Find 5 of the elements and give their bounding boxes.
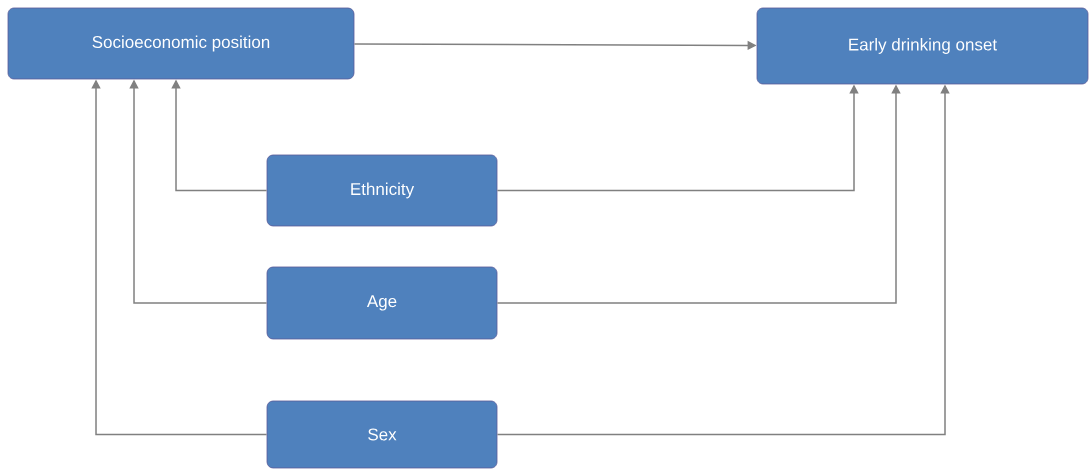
process-box: Sex xyxy=(266,400,498,469)
process-box: Early drinking onset xyxy=(756,7,1089,85)
process-box: Ethnicity xyxy=(266,154,498,227)
process-box: Age xyxy=(266,266,498,340)
process-box: Socioeconomic position xyxy=(7,7,355,80)
